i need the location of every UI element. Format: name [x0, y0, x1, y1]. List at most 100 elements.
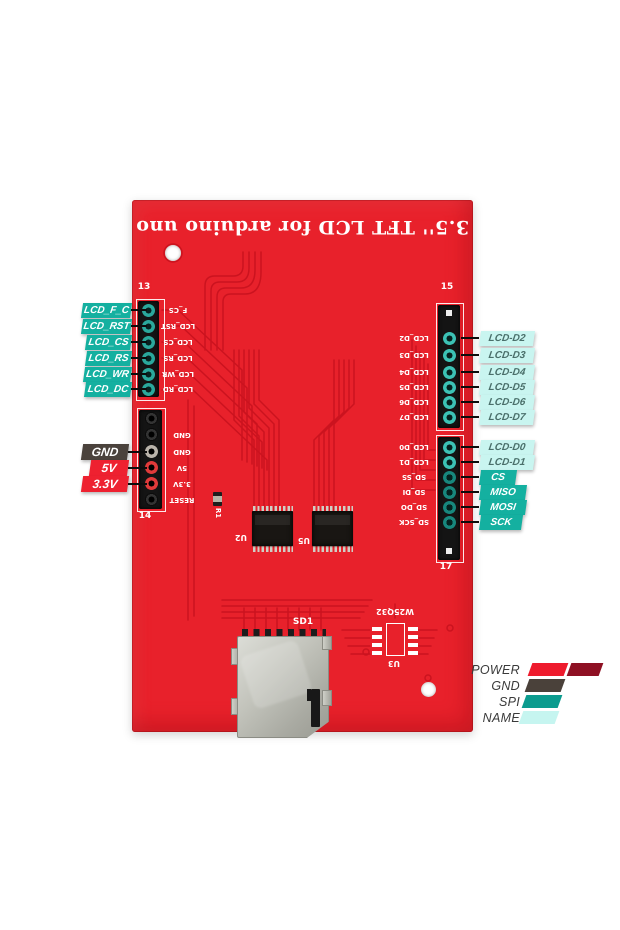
leader-line [461, 506, 479, 508]
leader-line [461, 337, 479, 339]
right-bottom-header-silkbox [436, 435, 464, 563]
pin-lcd-d7 [443, 411, 456, 424]
leader-line [131, 341, 147, 343]
pin-lcd-cs [142, 336, 155, 349]
leader-line [131, 325, 147, 327]
pin-lcd-f-cs [142, 304, 155, 317]
header-index-dot [446, 548, 452, 554]
label-lcd-d3: LCD-D3 [478, 348, 536, 363]
legend-swatch-name [518, 711, 560, 724]
legend-swatch-spi [521, 695, 563, 708]
pin-lcd-dc [142, 383, 155, 396]
hole-reset [145, 493, 158, 506]
resistor-r1 [213, 492, 222, 506]
silk-sd-di: SD_DI [402, 488, 426, 496]
silk-sd-sck: SD_SCK [399, 518, 429, 526]
legend-label-gnd: GND [491, 679, 520, 693]
header-index-dot [446, 310, 452, 316]
pin-lcd-rst [142, 320, 155, 333]
sd-card-socket [237, 636, 329, 738]
left-header-silkbox [136, 299, 165, 401]
pin-sd-ss [443, 471, 456, 484]
silk-sd-ss: SD_SS [401, 473, 427, 481]
label-lcd-d5: LCD-D5 [478, 380, 536, 395]
hole-gnd-2 [145, 428, 158, 441]
ic-pins [313, 506, 353, 512]
label-lcd-wr: LCD_WR [82, 367, 133, 382]
label-lcd-d4: LCD-D4 [478, 365, 536, 380]
pin-lcd-d4 [443, 366, 456, 379]
flash-pad [372, 627, 382, 631]
hole-3v3 [145, 477, 158, 490]
power-header-ref: 14 [138, 511, 152, 521]
legend-swatch-gnd [524, 679, 566, 692]
board-title: 3.5'' TFT LCD for arduino uno [135, 216, 470, 238]
label-lcd-d1: LCD-D1 [478, 455, 536, 470]
pin-lcd-d3 [443, 349, 456, 362]
label-miso: MISO [478, 485, 528, 500]
pin-sd-sck [443, 516, 456, 529]
leader-line [461, 354, 479, 356]
leader-line [131, 373, 147, 375]
ic-pins [313, 546, 353, 552]
pin-lcd-d2 [443, 332, 456, 345]
flash-pad [408, 651, 418, 655]
label-lcd-d2: LCD-D2 [478, 331, 536, 346]
label-lcd-d0: LCD-D0 [478, 440, 536, 455]
pin-sd-do [443, 501, 456, 514]
silk-lcd-rst: LCD_RST [160, 322, 196, 330]
sd-socket-tab [322, 636, 332, 650]
leader-line [461, 371, 479, 373]
silk-lcd-d6: LCD_D6 [399, 398, 429, 406]
silk-lcd-d4: LCD_D4 [399, 368, 429, 376]
right-bottom-header-ref: 17 [439, 562, 453, 572]
legend-label-name: NAME [482, 711, 520, 725]
mounting-hole-bottom [421, 682, 436, 697]
flash-pad [372, 635, 382, 639]
mounting-hole-top [165, 245, 181, 261]
leader-line [461, 461, 479, 463]
leader-line [461, 386, 479, 388]
leader-line [461, 401, 479, 403]
leader-line [131, 357, 147, 359]
pin-lcd-wr [142, 368, 155, 381]
label-lcd-dc: LCD_DC [83, 382, 133, 397]
legend-label-power: POWER [471, 663, 520, 677]
leader-line [461, 416, 479, 418]
silk-lcd-cs: LCD_CS [163, 338, 193, 346]
label-lcd-d6: LCD-D6 [478, 395, 536, 410]
silk-lcd-d0: LCD_D0 [399, 443, 429, 451]
pin-lcd-d1 [443, 456, 456, 469]
pin-sd-di [443, 486, 456, 499]
silk-lcd-d3: LCD_D3 [399, 351, 429, 359]
ic-u5 [312, 511, 353, 546]
label-5v: 5V [88, 460, 130, 476]
leader-line [128, 483, 147, 485]
pin-lcd-d5 [443, 381, 456, 394]
pin-lcd-d6 [443, 396, 456, 409]
silk-sd1: SD1 [292, 617, 314, 627]
flash-pad [372, 651, 382, 655]
sd-socket-tab [322, 690, 332, 706]
silk-lcd-wr: LCD_WR [161, 370, 195, 378]
silk-3v3: 3.3V [173, 480, 191, 488]
hole-gnd-3 [145, 445, 158, 458]
label-sck: SCK [478, 515, 524, 530]
silk-lcd-d1: LCD_D1 [399, 458, 429, 466]
silk-lcd-d2: LCD_D2 [399, 334, 429, 342]
silk-lcd-rs: LCD_RS [163, 354, 193, 362]
silk-lcd-d7: LCD_D7 [399, 413, 429, 421]
leader-line [131, 388, 147, 390]
right-top-header-ref: 15 [440, 282, 454, 292]
label-gnd: GND [80, 444, 130, 460]
label-lcd-rst: LCD_RST [80, 319, 133, 334]
silk-u5: U5 [297, 536, 311, 545]
leader-line [128, 467, 147, 469]
silk-r1: R1 [214, 507, 222, 519]
power-header-silkbox [137, 408, 166, 512]
flash-pad [408, 627, 418, 631]
ic-pins [253, 546, 293, 552]
label-cs: CS [478, 470, 518, 485]
leader-line [461, 491, 479, 493]
silk-reset: RESET [169, 496, 195, 504]
